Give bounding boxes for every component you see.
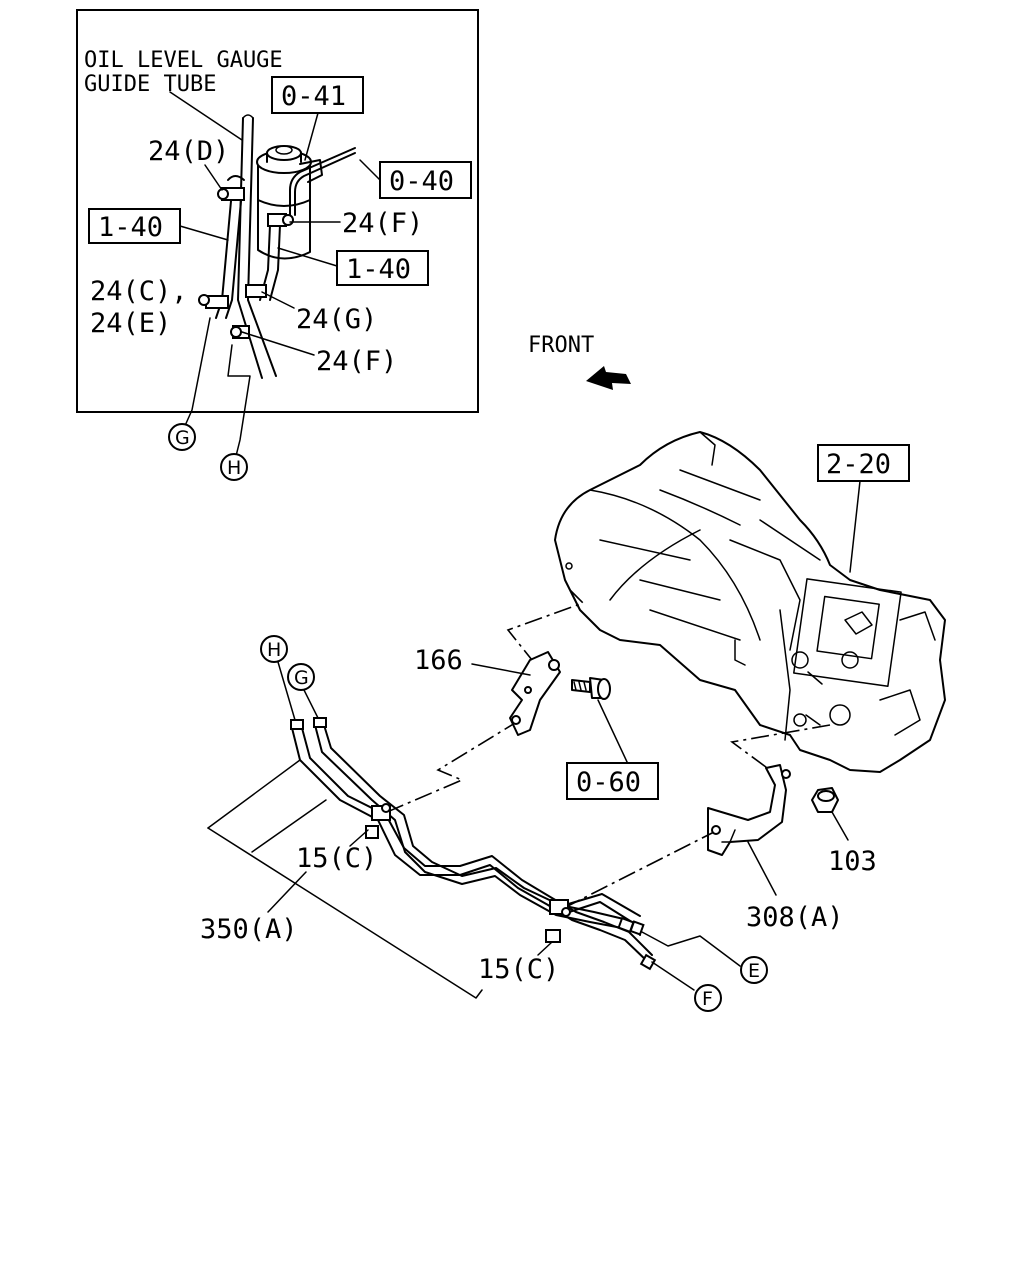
connector-g-main-text: G (294, 667, 309, 689)
connector-g-inset[interactable]: G (168, 423, 196, 451)
connector-f-main[interactable]: F (694, 984, 722, 1012)
part-24ce-label-line2: 24(E) (90, 308, 171, 339)
bolt-0-60 (571, 677, 611, 700)
part-24f-upper-label: 24(F) (342, 208, 423, 239)
bracket-166 (509, 651, 561, 736)
ref-box-0-40[interactable]: 0-40 (379, 161, 472, 199)
ref-1-40-right-label: 1-40 (346, 254, 411, 285)
clamp-24f-upper (267, 213, 294, 227)
ref-box-0-60[interactable]: 0-60 (566, 762, 659, 800)
part-24g-label: 24(G) (296, 304, 377, 335)
ref-box-1-40-left[interactable]: 1-40 (88, 208, 181, 244)
clamp-24ce (198, 294, 229, 309)
ref-box-0-41[interactable]: 0-41 (271, 76, 364, 114)
part-24ce-label-line1: 24(C), (90, 276, 188, 307)
connector-h-inset[interactable]: H (220, 453, 248, 481)
connector-g-main[interactable]: G (287, 663, 315, 691)
ref-0-60-label: 0-60 (576, 767, 641, 798)
part-350a-label: 350(A) (200, 914, 298, 945)
ref-1-40-left-label: 1-40 (98, 212, 163, 243)
inset-panel: OIL LEVEL GAUGE GUIDE TUBE 0-41 0-40 (76, 9, 479, 457)
ref-0-41-label: 0-41 (281, 81, 346, 112)
connector-h-main-text: H (267, 639, 281, 661)
connector-e-main[interactable]: E (740, 956, 768, 984)
ref-2-20-label: 2-20 (826, 449, 891, 480)
clamp-24f-lower (230, 325, 250, 339)
nut-103 (811, 787, 839, 813)
connector-e-main-text: E (748, 960, 760, 982)
front-arrow-icon (586, 366, 631, 390)
pipe-assembly-350a (290, 717, 657, 971)
ref-box-2-20[interactable]: 2-20 (817, 444, 910, 482)
part-15c-upper-label: 15(C) (296, 843, 377, 874)
clip-15c-lower (545, 899, 571, 943)
transmission (554, 431, 946, 773)
inset-title-line2: GUIDE TUBE (84, 72, 216, 97)
part-308a-label: 308(A) (746, 902, 844, 933)
connector-h-main[interactable]: H (260, 635, 288, 663)
clip-15c-upper (365, 803, 391, 839)
clamp-24d (217, 187, 245, 201)
part-103-label: 103 (828, 846, 877, 877)
reservoir (256, 145, 323, 260)
part-24d-label: 24(D) (148, 136, 229, 167)
part-166-label: 166 (414, 645, 463, 676)
bracket-308a (707, 764, 791, 856)
connector-h-inset-text: H (227, 457, 241, 479)
part-24f-lower-label: 24(F) (316, 346, 397, 377)
inset-title-line1: OIL LEVEL GAUGE (84, 48, 283, 73)
front-label: FRONT (528, 333, 594, 358)
connector-g-inset-text: G (175, 427, 190, 449)
ref-0-40-label: 0-40 (389, 166, 454, 197)
connector-f-main-text: F (702, 988, 713, 1010)
ref-box-1-40-right[interactable]: 1-40 (336, 250, 429, 286)
clamp-24g (245, 284, 267, 298)
part-15c-lower-label: 15(C) (478, 954, 559, 985)
front-direction: FRONT (528, 333, 631, 390)
